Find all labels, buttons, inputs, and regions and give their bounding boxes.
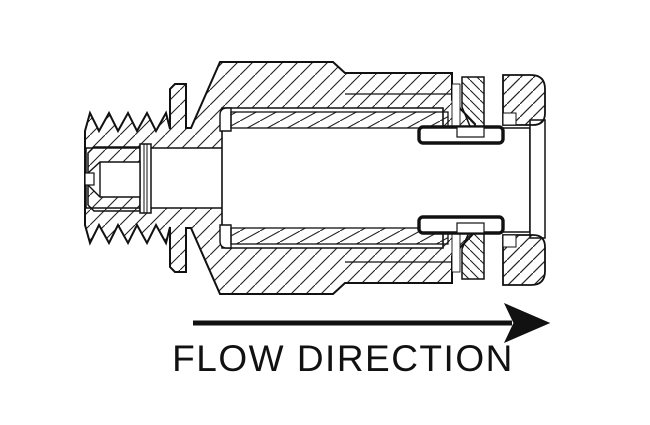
seal-washer: [139, 143, 152, 214]
ring-notch-bottom: [456, 222, 485, 234]
sleeve-wall-top: [230, 111, 449, 129]
sleeve-nose-top: [219, 107, 232, 132]
inner-sleeve: [219, 107, 449, 249]
socket-tip-slot: [84, 172, 95, 186]
poppet-plug-assembly: [84, 143, 225, 214]
cap-notch-bottom: [502, 234, 517, 248]
flow-direction-arrow: [193, 303, 551, 343]
ring-notch-top: [456, 126, 485, 138]
retaining-rings: [417, 125, 505, 235]
sleeve-wall-bottom: [230, 227, 449, 245]
sleeve-nose-bottom: [219, 224, 232, 249]
locking-wedges: [451, 76, 485, 280]
flow-direction-label: FLOW DIRECTION: [172, 338, 514, 379]
cap-wall: [529, 119, 546, 239]
hex-socket-cavity: [87, 161, 141, 198]
socket-end-cap: [502, 74, 546, 286]
cap-notch-top: [502, 112, 517, 126]
arrow-head: [503, 303, 551, 343]
slot-top: [451, 83, 461, 129]
